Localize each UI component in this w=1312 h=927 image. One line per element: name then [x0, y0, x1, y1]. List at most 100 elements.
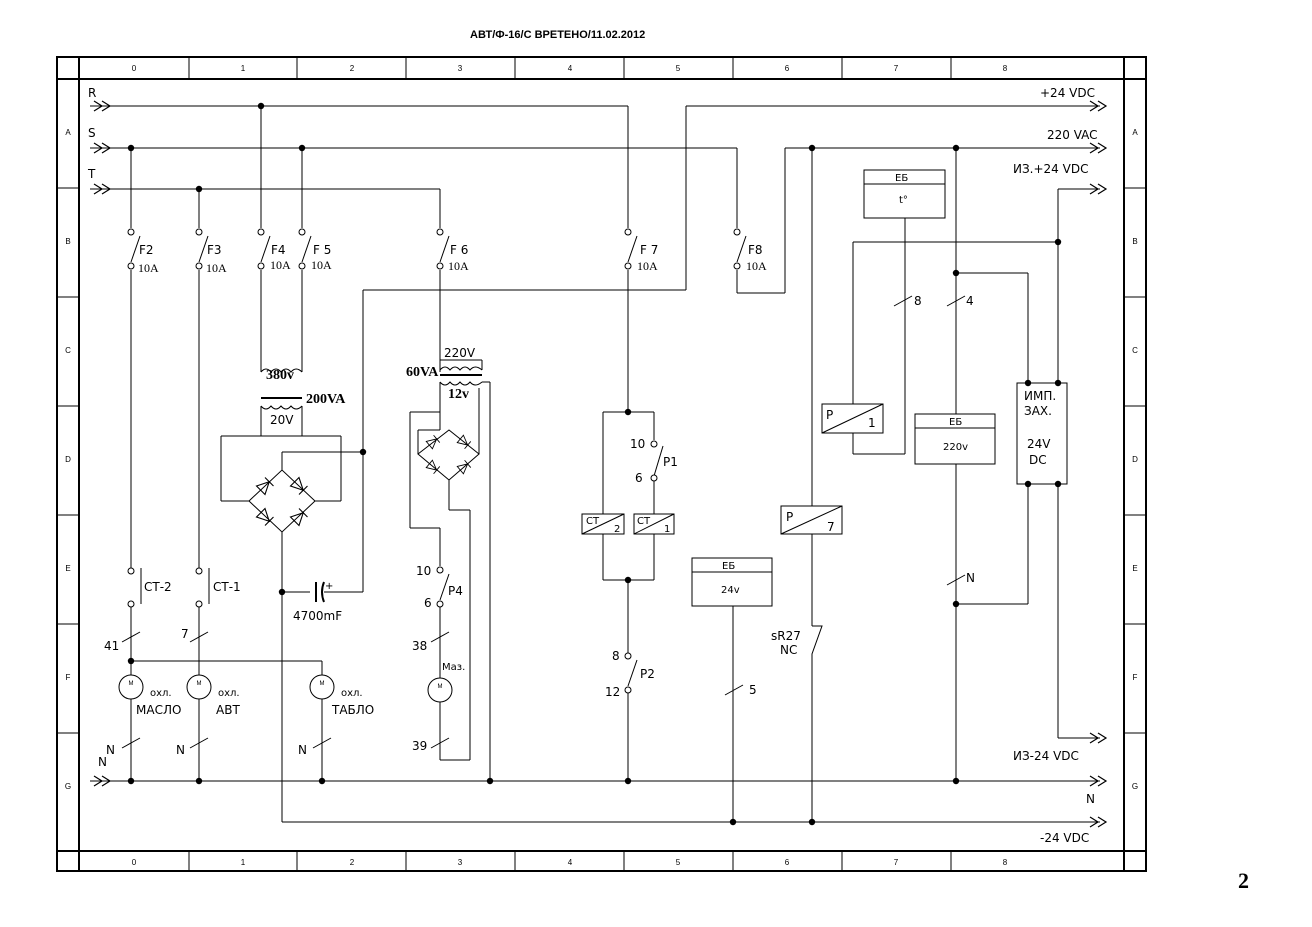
motor-4-label: Маз. — [442, 662, 465, 673]
wire-38: 38 — [412, 639, 427, 653]
wire-5: 5 — [749, 683, 757, 697]
motor-m-icon: M — [129, 681, 134, 687]
bus-minus24-label: -24 VDC — [1040, 831, 1089, 845]
wire-41: 41 — [104, 639, 119, 653]
st-coil-2-label: СТ — [586, 516, 600, 527]
fuse-switches — [127, 228, 747, 270]
col-label: 7 — [894, 64, 899, 73]
motor-letters: M M M M — [129, 681, 443, 690]
fuse-f8-label: F8 — [748, 243, 763, 257]
row-letters-left: A B C D E F G — [65, 128, 71, 791]
row-label: B — [65, 237, 70, 246]
relay-p1-c10: 10 — [630, 437, 645, 451]
st-coil-1-num: 1 — [664, 524, 670, 535]
eb-220v-value: 220v — [943, 442, 968, 453]
col-label: 3 — [458, 64, 463, 73]
page-number: 2 — [1238, 868, 1249, 893]
t1-power-label: 200VA — [306, 392, 346, 407]
motor-3-label-b: ТАБЛО — [331, 703, 374, 717]
col-label: 3 — [458, 858, 463, 867]
fuse-f4-label: F4 — [271, 243, 286, 257]
relay-p7-p: P — [786, 510, 793, 524]
motor-m-icon: M — [197, 681, 202, 687]
relay-p2-c12: 12 — [605, 685, 620, 699]
column-numbers-top: 0 1 2 3 4 5 6 7 8 — [132, 64, 1008, 73]
eb-24v-title: ЕБ — [722, 561, 735, 572]
st-coil-boxes — [581, 513, 675, 535]
wire-39: 39 — [412, 739, 427, 753]
relay-p7-wiring — [811, 148, 823, 822]
row-label: C — [65, 346, 71, 355]
fuse-f3-label: F3 — [207, 243, 222, 257]
motor-labels: охл. МАСЛО охл. АВТ охл. ТАБЛО Маз. — [136, 662, 465, 717]
relay-p1-box-num: 1 — [868, 416, 876, 430]
bus-t-label: T — [87, 167, 96, 181]
bus-plus24-label: +24 VDC — [1040, 86, 1095, 100]
drawing-title: АВТ/Ф-16/С ВРЕТЕНО/11.02.2012 — [470, 29, 645, 41]
fuse-f7-rating: 10A — [637, 259, 658, 273]
fuse-f2-rating: 10A — [138, 261, 159, 275]
col-label: 4 — [568, 64, 573, 73]
row-label: F — [66, 673, 71, 682]
row-label: D — [1132, 455, 1138, 464]
fuse-f8-rating: 10A — [746, 259, 767, 273]
t2-primary-label: 220V — [444, 346, 476, 360]
bus-220vac-label: 220 VAC — [1047, 128, 1098, 142]
switch-sr27-label: sR27 — [771, 629, 801, 643]
column-numbers-bottom: 0 1 2 3 4 5 6 7 8 — [132, 858, 1008, 867]
motor-symbols — [118, 674, 453, 703]
bus-n-right-label: N — [1086, 792, 1095, 806]
col-label: 7 — [894, 858, 899, 867]
relay-p4-c10: 10 — [416, 564, 431, 578]
wire-n-3: N — [298, 743, 307, 757]
fuse-f6-label: F 6 — [450, 243, 468, 257]
fuse-f5-rating: 10A — [311, 258, 332, 272]
st-coil-1-label: СТ — [637, 516, 651, 527]
relay-p4-c6: 6 — [424, 596, 432, 610]
thermo-box — [852, 169, 1058, 455]
capacitor-plus: + — [325, 581, 333, 592]
col-label: 5 — [676, 64, 681, 73]
bridge-1-diodes — [255, 476, 309, 527]
wire-number-labels: 41 7 N N N 38 39 8 4 5 N — [104, 294, 975, 757]
col-label: 0 — [132, 858, 137, 867]
contactor-st1-label: СТ-1 — [213, 580, 241, 594]
col-label: 0 — [132, 64, 137, 73]
bus-labels: R S T N +24 VDC 220 VAC ИЗ.+24 VDC ИЗ-24… — [87, 86, 1098, 845]
col-label: 1 — [241, 858, 246, 867]
fuse-f3-rating: 10A — [206, 261, 227, 275]
eb-24v-value: 24v — [721, 585, 740, 596]
col-label: 4 — [568, 858, 573, 867]
motor-3-label-a: охл. — [341, 688, 363, 699]
row-label: G — [1132, 782, 1138, 791]
relay-p7-box — [780, 505, 843, 535]
row-letters-right: A B C D E F G — [1132, 128, 1138, 791]
fuse-f5-label: F 5 — [313, 243, 331, 257]
fuse-f4-rating: 10A — [270, 258, 291, 272]
col-label: 6 — [785, 64, 790, 73]
row-label: G — [65, 782, 71, 791]
imp-label-4: DC — [1029, 453, 1047, 467]
wire-4: 4 — [966, 294, 974, 308]
transformer-2 — [409, 359, 491, 781]
col-label: 8 — [1003, 858, 1008, 867]
wire-n-2: N — [176, 743, 185, 757]
imp-label-2: ЗАХ. — [1024, 404, 1052, 418]
fuse-f6-rating: 10A — [448, 259, 469, 273]
wire-n-4: N — [966, 571, 975, 585]
t1-secondary-label: 20V — [270, 413, 294, 427]
drawing-frame — [56, 56, 1147, 872]
col-label: 1 — [241, 64, 246, 73]
row-label: B — [1132, 237, 1137, 246]
relay-p2-c8: 8 — [612, 649, 620, 663]
relay-p4-label: P4 — [448, 584, 463, 598]
st-coil-wiring — [602, 411, 664, 781]
row-label: A — [1132, 128, 1138, 137]
col-label: 5 — [676, 858, 681, 867]
relay-p4-wiring — [439, 573, 470, 761]
relay-p2-label: P2 — [640, 667, 655, 681]
row-label: E — [1132, 564, 1137, 573]
fuse-wiring — [130, 106, 629, 568]
col-label: 2 — [350, 858, 355, 867]
transformer-1 — [260, 368, 303, 436]
